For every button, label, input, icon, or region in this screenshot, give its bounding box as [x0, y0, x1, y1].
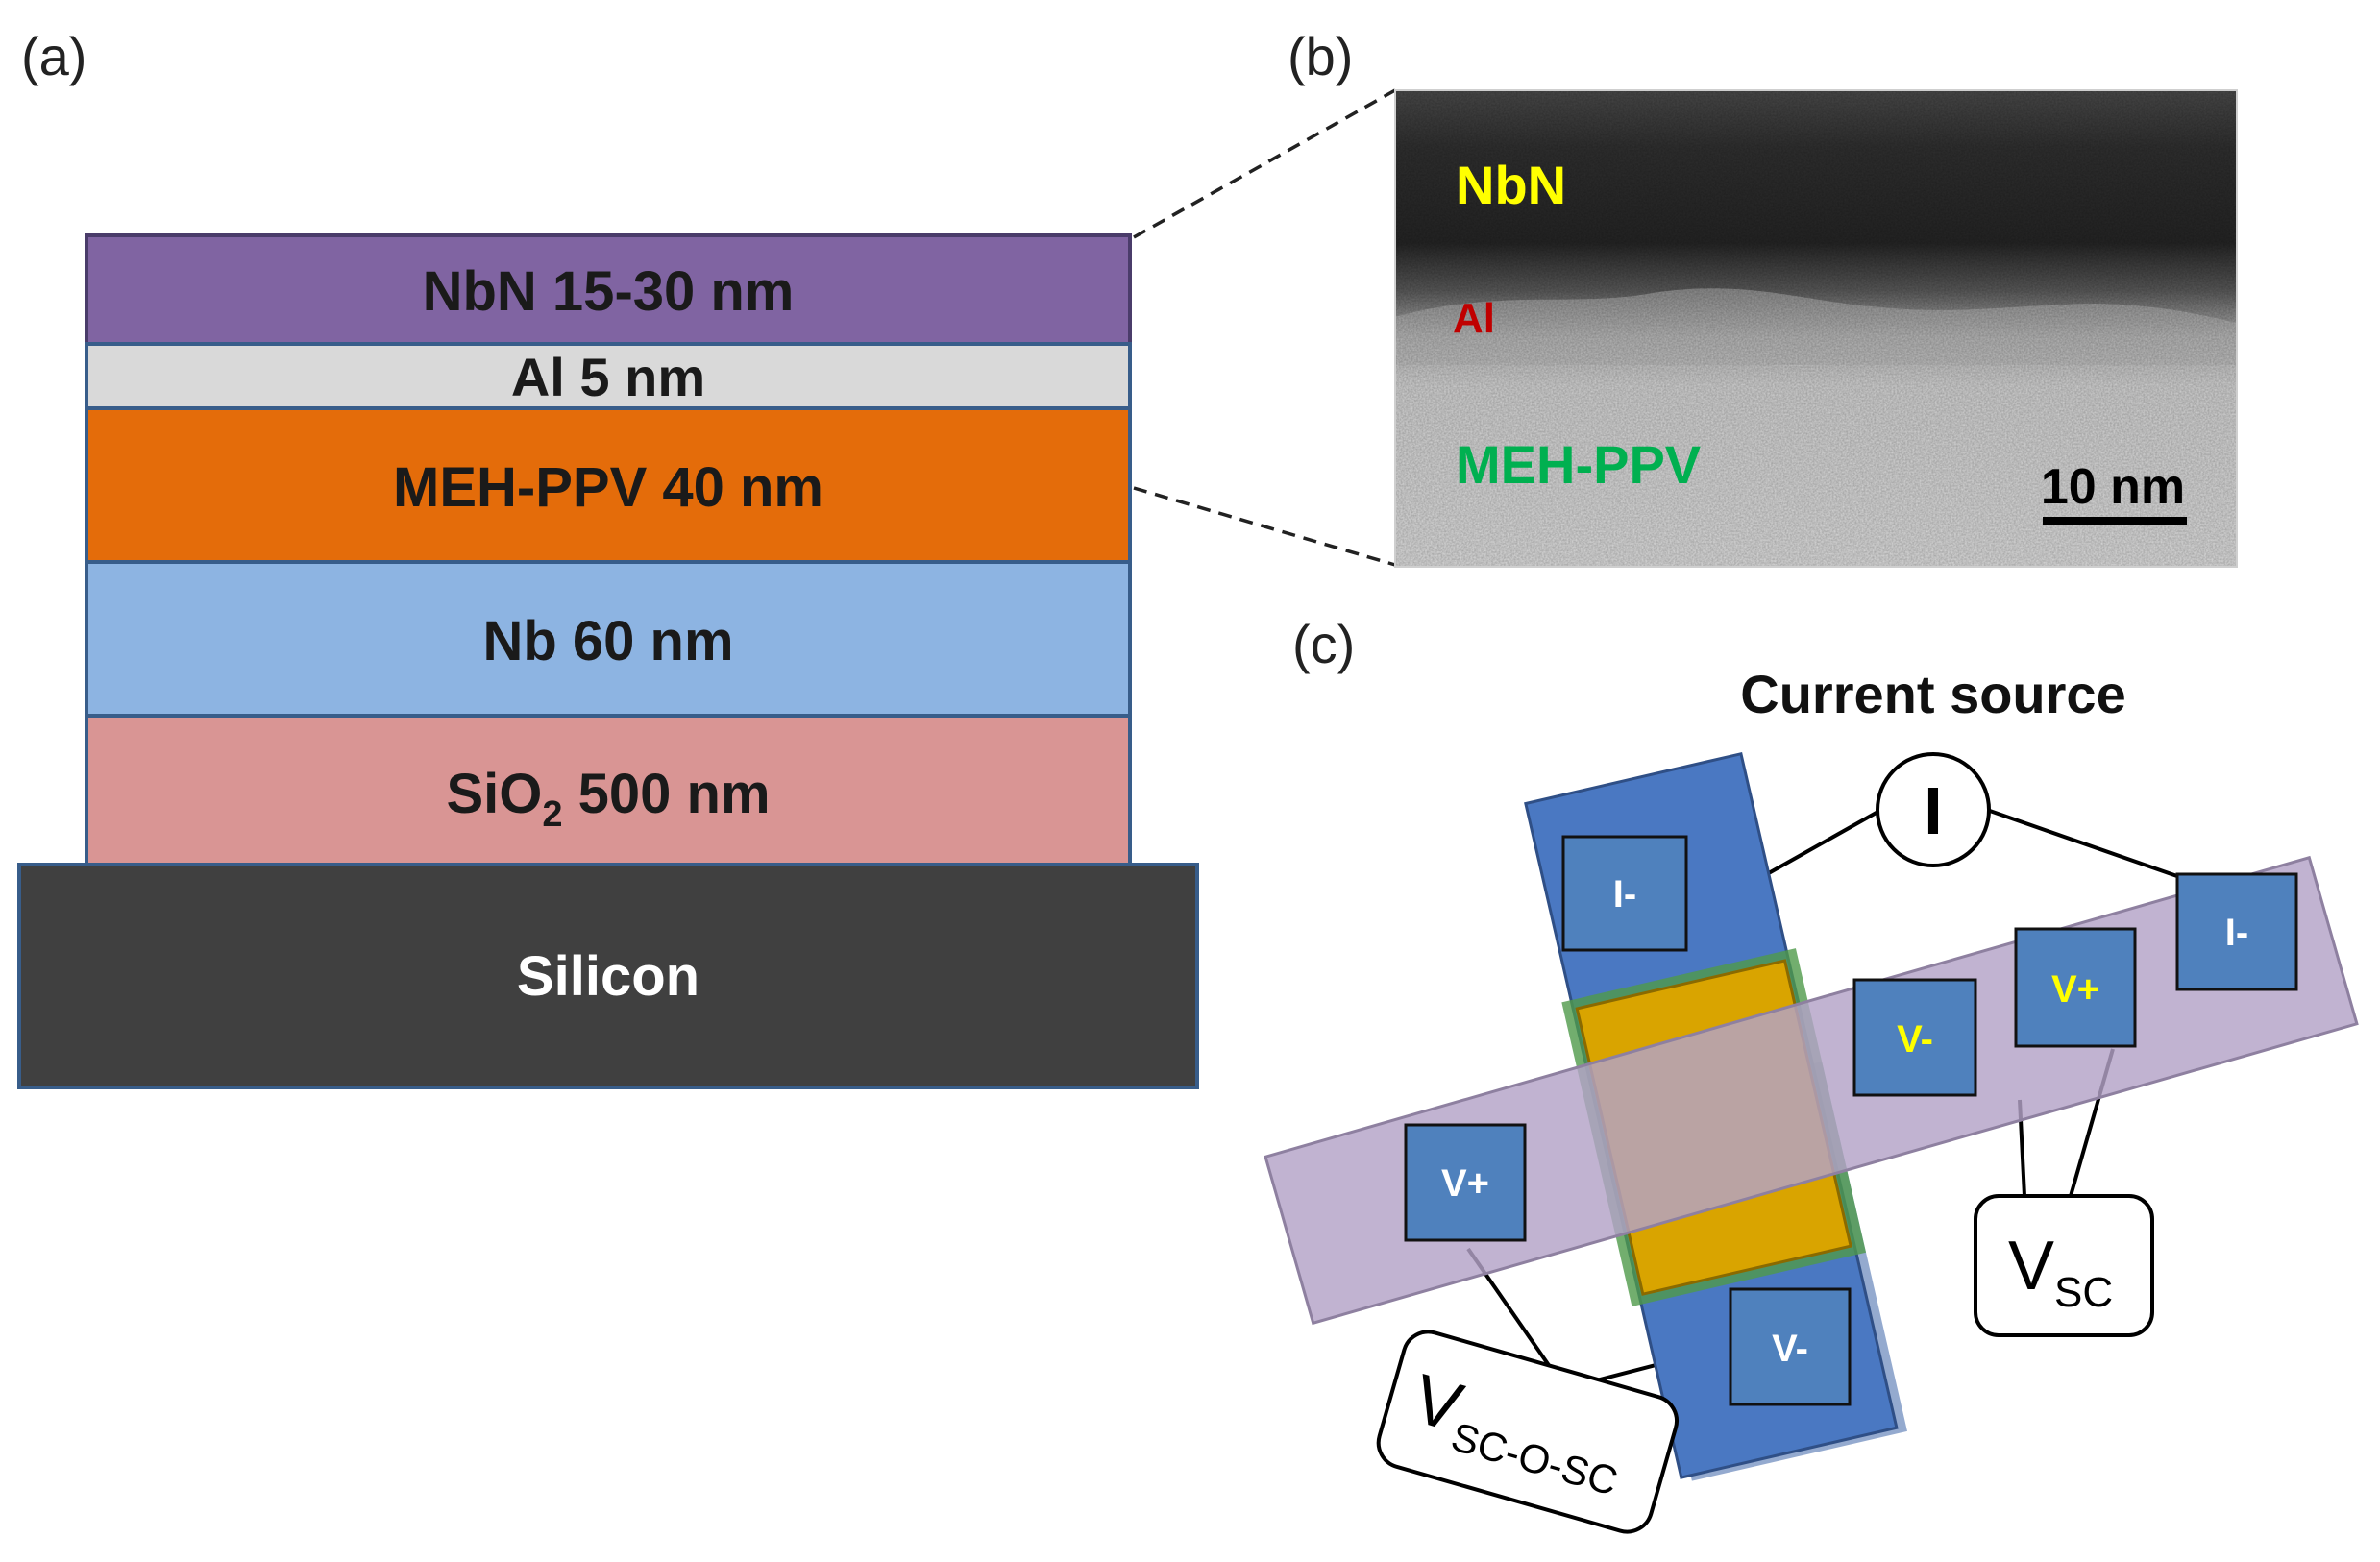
- layer-silicon-label: Silicon: [517, 945, 699, 1008]
- svg-text:V-: V-: [1897, 1018, 1933, 1061]
- svg-text:I: I: [1924, 773, 1942, 848]
- pad-left-i-minus: I-: [1561, 835, 1688, 952]
- layer-mehppv: [85, 406, 1132, 564]
- layer-mehppv-label: MEH-PPV 40 nm: [393, 456, 823, 519]
- layer-silicon: [17, 863, 1199, 1089]
- layer-sio2-label: SiO2 500 nm: [446, 763, 770, 835]
- tem-nbn-label: NbN: [1456, 155, 1566, 215]
- tem-frame: [1394, 89, 2238, 568]
- current-source-symbol: I: [1876, 752, 1991, 867]
- svg-text:V+: V+: [1441, 1162, 1489, 1205]
- tem-al-label: Al: [1453, 295, 1495, 342]
- svg-text:V+: V+: [2051, 968, 2099, 1011]
- svg-text:V-: V-: [1772, 1328, 1808, 1370]
- vscosc-meter: VSC-O-SC: [1376, 1330, 1679, 1534]
- layer-al-label: Al 5 nm: [511, 347, 705, 407]
- panel-a-label: (a): [21, 26, 86, 86]
- layer-nb: [85, 560, 1132, 718]
- pad-right-v-plus: V+: [2014, 927, 2137, 1048]
- tem-image: [1395, 90, 2237, 567]
- tem-scalebar-label: 10 nm: [2041, 459, 2185, 515]
- svg-text:I-: I-: [1613, 873, 1636, 915]
- panel-c-label: (c): [1292, 614, 1355, 674]
- panel-b-label: (b): [1288, 26, 1353, 86]
- layer-nbn: [85, 233, 1132, 346]
- pad-left-v-plus: V+: [1404, 1123, 1527, 1242]
- pad-right-v-minus: V-: [1852, 978, 1977, 1097]
- zoom-line-top: [1133, 88, 1396, 239]
- pad-bottom-v-minus: V-: [1729, 1287, 1852, 1406]
- tem-scalebar: [2043, 517, 2187, 525]
- current-source-title: Current source: [1740, 664, 2125, 724]
- layer-nb-label: Nb 60 nm: [482, 610, 733, 672]
- tem-mehppv-label: MEH-PPV: [1456, 434, 1701, 495]
- pad-right-i-minus: I-: [2175, 872, 2298, 991]
- vsc-meter: VSC: [1974, 1194, 2154, 1337]
- layer-al: [85, 342, 1132, 410]
- layer-nbn-label: NbN 15-30 nm: [423, 260, 795, 323]
- svg-text:VSC: VSC: [2008, 1228, 2113, 1316]
- layer-stack: NbN 15-30 nm Al 5 nm MEH-PPV 40 nm Nb 60…: [17, 233, 1199, 1089]
- svg-text:I-: I-: [2225, 912, 2248, 954]
- zoom-line-bottom: [1133, 486, 1396, 567]
